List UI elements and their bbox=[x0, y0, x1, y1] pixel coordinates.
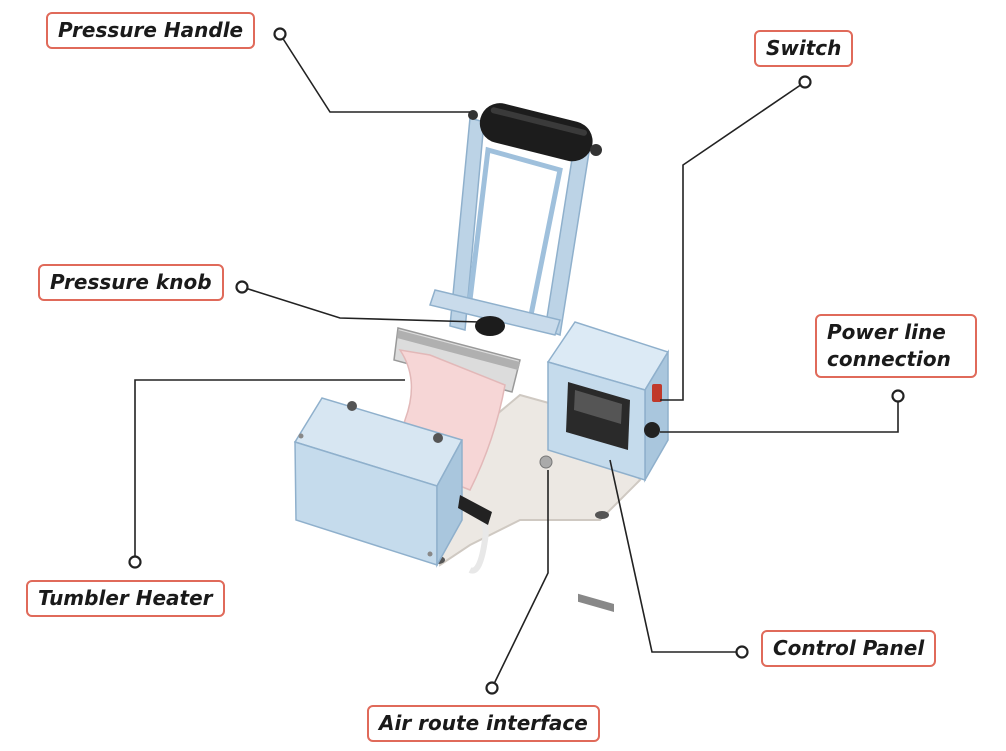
endpoint-air-route bbox=[485, 681, 499, 695]
pressure-knob bbox=[475, 316, 505, 336]
endpoint-control-panel bbox=[735, 645, 749, 659]
endpoint-power-line bbox=[891, 389, 905, 403]
heater-screw-3 bbox=[298, 433, 304, 439]
heater-screw-4 bbox=[427, 551, 433, 557]
air-fitting bbox=[539, 455, 553, 469]
switch-rocker bbox=[652, 384, 662, 402]
label-tumbler-heater: Tumbler Heater bbox=[26, 580, 225, 617]
label-pressure-handle: Pressure Handle bbox=[46, 12, 256, 49]
leader-pressure-knob bbox=[241, 286, 481, 323]
control-panel-buttons bbox=[578, 593, 614, 613]
handle-grip bbox=[479, 103, 593, 162]
label-control-panel: Control Panel bbox=[761, 630, 937, 667]
power-connector bbox=[644, 422, 660, 438]
handle-arm-left bbox=[449, 117, 485, 331]
endpoint-pressure-handle bbox=[273, 27, 287, 41]
handle-crossbar bbox=[429, 289, 561, 336]
leader-endpoints bbox=[128, 27, 905, 695]
heater-clamp-edge bbox=[397, 330, 520, 370]
endpoint-tumbler-heater bbox=[128, 555, 142, 569]
grip-end-cap-left bbox=[468, 110, 478, 120]
label-power-line-text-2: connection bbox=[827, 347, 951, 371]
leader-tumbler-heater bbox=[134, 379, 405, 562]
endpoint-pressure-knob bbox=[235, 280, 249, 294]
leader-power-line bbox=[660, 396, 899, 433]
label-power-line-connection: Power line connection bbox=[815, 314, 977, 378]
grip-end-cap bbox=[590, 144, 602, 156]
endpoint-switch bbox=[798, 75, 812, 89]
label-switch: Switch bbox=[754, 30, 854, 67]
leader-lines bbox=[134, 33, 899, 689]
heater-screw-2 bbox=[433, 433, 443, 443]
leader-air-route bbox=[491, 470, 549, 689]
control-panel-screen bbox=[574, 390, 622, 424]
label-air-route-interface: Air route interface bbox=[367, 705, 600, 742]
leader-switch bbox=[660, 81, 806, 401]
leader-pressure-handle bbox=[279, 33, 470, 113]
label-pressure-knob: Pressure knob bbox=[38, 264, 224, 301]
leader-control-panel bbox=[609, 459, 742, 653]
heater-cable-boot bbox=[458, 495, 492, 525]
base-foot-right bbox=[595, 511, 609, 519]
heater-box-side bbox=[436, 439, 463, 568]
label-power-line-text-1: Power line bbox=[827, 320, 946, 344]
heater-screw-1 bbox=[347, 401, 357, 411]
